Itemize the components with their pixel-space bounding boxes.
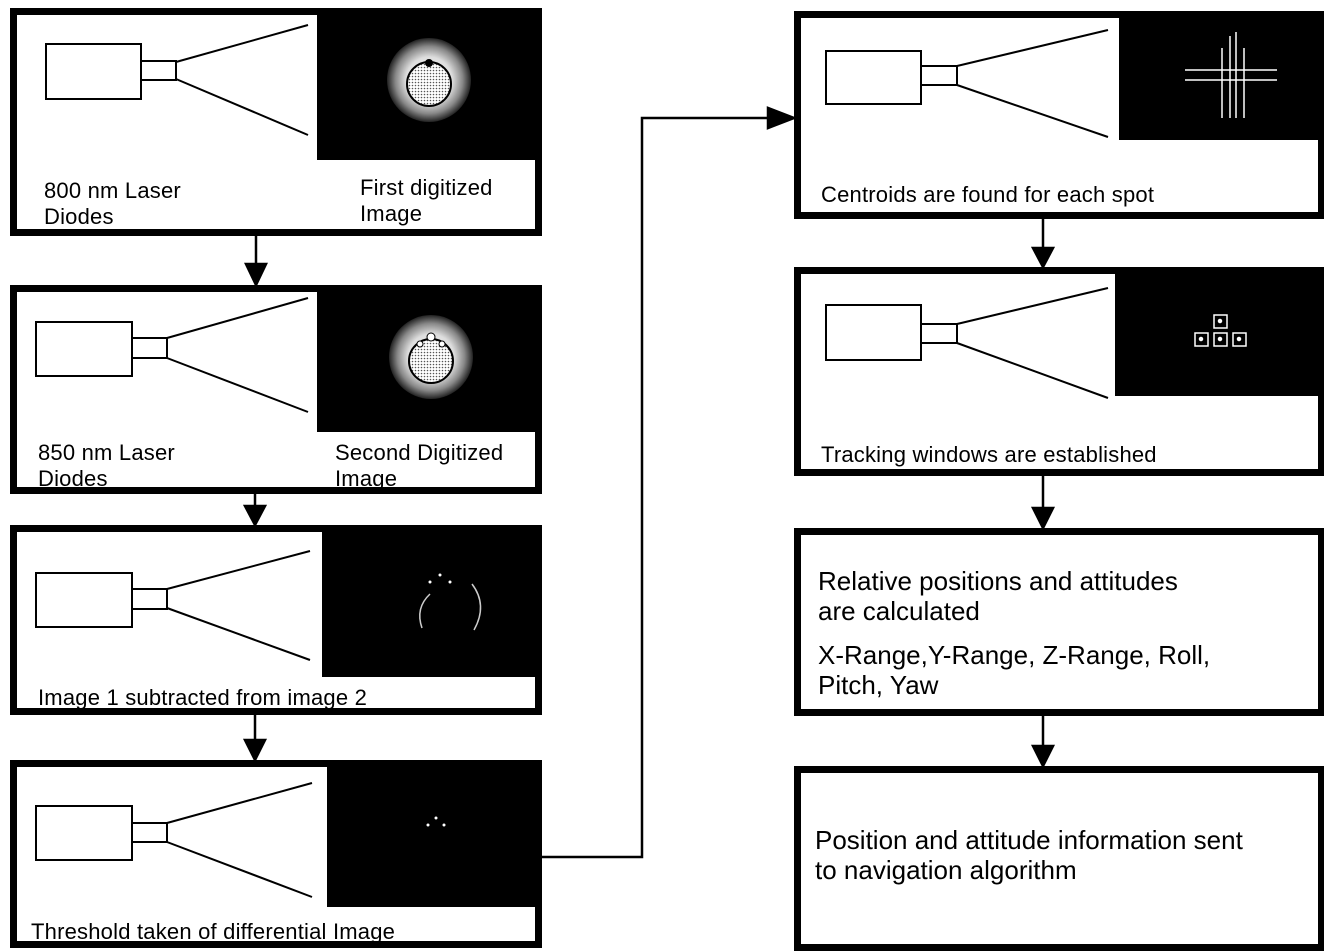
step-caption: Centroids are found for each spot xyxy=(821,182,1155,207)
tracking-image xyxy=(1115,274,1324,396)
camera-icon xyxy=(825,287,1109,399)
camera-icon xyxy=(35,550,311,661)
flow-arrows xyxy=(242,106,1056,859)
laser-spot-image-1 xyxy=(387,38,471,122)
camera-icon xyxy=(35,297,309,413)
step-caption: Image 1 subtracted from image 2 xyxy=(38,685,368,710)
difference-arcs xyxy=(419,573,482,631)
camera-icon xyxy=(825,29,1109,138)
measured-quantities: X-Range,Y-Range, Z-Range, Roll, Pitch, Y… xyxy=(818,640,1211,700)
threshold-image xyxy=(327,767,542,907)
camera-icon xyxy=(45,24,309,136)
image-label: Second Digitized Image xyxy=(335,440,504,491)
step-image-subtraction: Image 1 subtracted from image 2 xyxy=(10,525,542,715)
threshold-spots xyxy=(426,816,446,827)
step-caption: Threshold taken of differential Image xyxy=(31,919,396,944)
laser-diodes-label: 850 nm Laser Diodes xyxy=(38,440,175,491)
tracking-windows xyxy=(1194,314,1247,347)
step-calculation: Relative positions and attitudes are cal… xyxy=(794,528,1324,716)
calculation-description: Relative positions and attitudes are cal… xyxy=(818,566,1178,626)
image-label: First digitized Image xyxy=(360,175,493,226)
difference-image xyxy=(322,532,542,677)
centroid-crosshairs xyxy=(1185,32,1277,118)
laser-spot-image-2 xyxy=(389,315,473,399)
camera-icon xyxy=(35,782,313,898)
step-tracking-windows: Tracking windows are established xyxy=(794,267,1324,476)
navigation-output-text: Position and attitude information sent t… xyxy=(815,825,1243,885)
step-caption: Tracking windows are established xyxy=(821,442,1157,467)
step-navigation-output: Position and attitude information sent t… xyxy=(794,766,1324,951)
laser-diodes-label: 800 nm Laser Diodes xyxy=(44,178,181,229)
